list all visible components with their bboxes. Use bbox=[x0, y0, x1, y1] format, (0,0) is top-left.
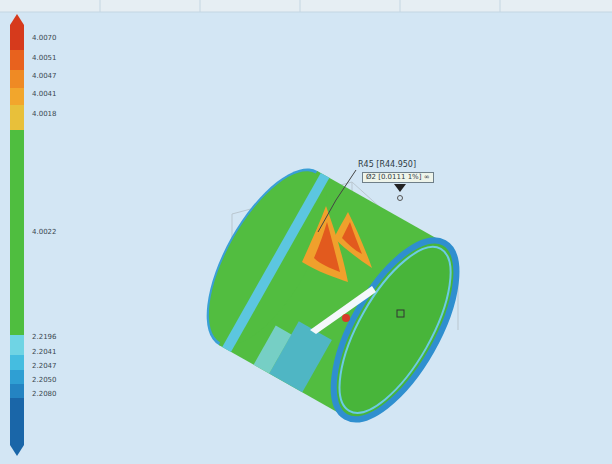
stress-hotspot bbox=[314, 222, 340, 272]
probe-marker bbox=[397, 310, 404, 317]
colorbar-swatch bbox=[10, 88, 24, 105]
legend-value: 4.0022 bbox=[32, 228, 57, 236]
legend-value: 4.0070 bbox=[32, 34, 57, 42]
colorbar-swatch bbox=[10, 355, 24, 370]
grid-lines bbox=[0, 0, 612, 12]
legend-value: 2.2047 bbox=[32, 362, 57, 370]
tolerance-field: Ø2 [0.0111 1%] ∞ bbox=[362, 172, 434, 183]
colorbar-tip bbox=[10, 14, 24, 25]
legend-value: 2.2041 bbox=[32, 348, 57, 356]
colorbar-swatch bbox=[10, 335, 24, 355]
leader-line bbox=[318, 170, 356, 232]
colorbar-swatch bbox=[10, 398, 24, 445]
stress-hotspot bbox=[342, 222, 362, 254]
radius-callout: R45 [R44.950] bbox=[358, 160, 416, 170]
colorbar-swatch bbox=[10, 384, 24, 398]
probe-point bbox=[398, 196, 403, 201]
stress-hotspot bbox=[334, 212, 372, 268]
legend-value: 2.2196 bbox=[32, 333, 57, 341]
legend-value: 4.0047 bbox=[32, 72, 57, 80]
colorbar-swatch bbox=[10, 70, 24, 88]
colorbar-swatch bbox=[10, 105, 24, 130]
legend-value: 2.2080 bbox=[32, 390, 57, 398]
probe-triangle bbox=[394, 184, 406, 192]
slit bbox=[310, 286, 376, 334]
marker-dot bbox=[342, 314, 350, 322]
colorbar-swatch bbox=[10, 25, 24, 50]
legend-value: 4.0051 bbox=[32, 54, 57, 62]
legend-value: 4.0018 bbox=[32, 110, 57, 118]
legend-value: 2.2050 bbox=[32, 376, 57, 384]
top-bar bbox=[0, 0, 612, 12]
colorbar-tip bbox=[10, 445, 24, 456]
colorbar-swatch bbox=[10, 130, 24, 335]
cylinder bbox=[182, 150, 481, 437]
colorbar-swatch bbox=[10, 50, 24, 70]
colorbar-swatch bbox=[10, 370, 24, 384]
legend-value: 4.0041 bbox=[32, 90, 57, 98]
